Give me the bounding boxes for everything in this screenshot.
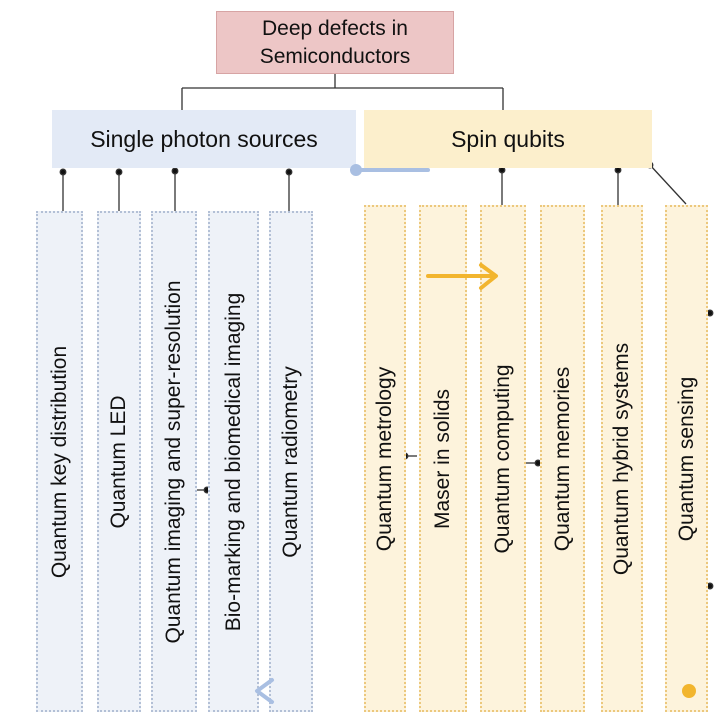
arrow-to-bio-marking (255, 678, 696, 704)
app-quantum-computing: Quantum computing (480, 205, 526, 712)
app-quantum-radiometry: Quantum radiometry (269, 211, 313, 712)
category-spin-qubits: Spin qubits (364, 110, 652, 168)
app-quantum-key-distribution: Quantum key distribution (36, 211, 83, 712)
app-quantum-sensing: Quantum sensing (665, 205, 708, 712)
root-node: Deep defects in Semiconductors (216, 11, 454, 74)
app-quantum-led: Quantum LED (97, 211, 141, 712)
category-label: Single photon sources (90, 125, 318, 152)
single-photon-connectors (59, 167, 293, 494)
arrow-to-quantum-computing (350, 164, 498, 290)
root-title-line2: Semiconductors (259, 44, 411, 68)
app-quantum-imaging: Quantum imaging and super-resolution (151, 211, 197, 712)
category-single-photon-sources: Single photon sources (52, 110, 356, 168)
app-maser-in-solids: Maser in solids (419, 205, 467, 712)
category-label: Spin qubits (451, 125, 565, 152)
app-quantum-memories: Quantum memories (540, 205, 585, 712)
app-bio-marking: Bio-marking and biomedical imaging (208, 211, 259, 712)
app-quantum-hybrid-systems: Quantum hybrid systems (601, 205, 643, 712)
app-quantum-metrology: Quantum metrology (364, 205, 406, 712)
root-title-line1: Deep defects in (262, 16, 408, 40)
